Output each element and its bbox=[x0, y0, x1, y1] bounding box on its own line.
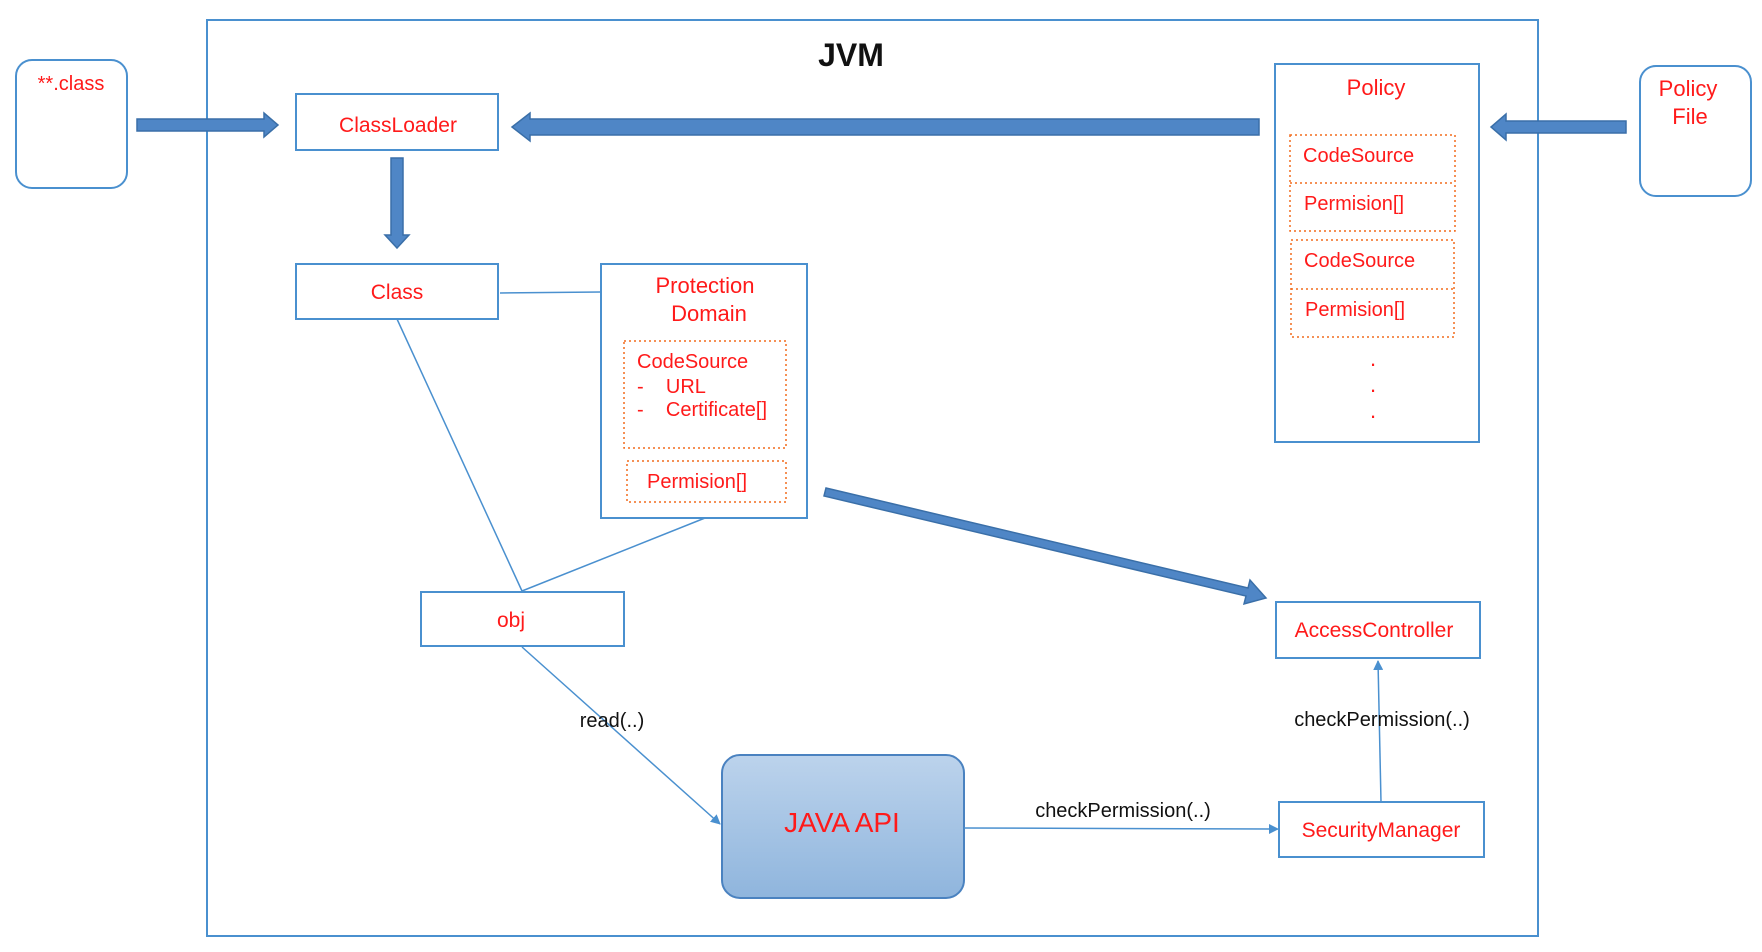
classloader-box bbox=[295, 93, 499, 151]
line-class-to-obj bbox=[396, 318, 523, 592]
java-api-box bbox=[721, 754, 965, 899]
protection-domain-title-line1: Protection bbox=[655, 273, 754, 298]
domain-permission-label: Permision[] bbox=[647, 471, 747, 493]
class-file-box bbox=[15, 59, 128, 189]
policy-entry-2-permission: Permision[] bbox=[1305, 299, 1405, 321]
policy-ellipsis-dot-3: . bbox=[1370, 398, 1376, 423]
edge-api-to-securitymanager-label: checkPermission(..) bbox=[1035, 800, 1211, 822]
edge-read-label: read(..) bbox=[580, 710, 644, 732]
jvm-title: JVM bbox=[818, 37, 884, 73]
arrow-classloader-to-class bbox=[383, 157, 411, 250]
edge-api-to-securitymanager bbox=[963, 823, 1279, 834]
obj-box bbox=[420, 591, 625, 647]
arrow-classfile-to-classloader bbox=[136, 111, 280, 139]
protection-domain-title-line2: Domain bbox=[671, 301, 747, 326]
obj-label: obj bbox=[497, 609, 525, 632]
accesscontroller-box bbox=[1275, 601, 1481, 659]
class-label: Class bbox=[371, 281, 424, 304]
arrow-policy-to-classloader bbox=[510, 111, 1260, 143]
policy-title: Policy bbox=[1347, 75, 1406, 100]
class-box bbox=[295, 263, 499, 320]
jvm-container bbox=[206, 19, 1539, 937]
accesscontroller-label: AccessController bbox=[1295, 619, 1454, 642]
arrow-policyfile-to-policy bbox=[1489, 112, 1627, 142]
policy-file-label-line2: File bbox=[1672, 104, 1707, 129]
arrow-domain-to-accesscontroller bbox=[823, 487, 1268, 606]
domain-codesource-label: CodeSource bbox=[637, 351, 748, 373]
domain-url-item: - URL bbox=[637, 376, 706, 398]
policy-ellipsis-dot-2: . bbox=[1370, 372, 1376, 397]
line-domain-to-obj bbox=[521, 517, 706, 592]
line-class-to-domain bbox=[499, 291, 602, 294]
domain-codesource-box bbox=[623, 340, 787, 449]
edge-securitymanager-to-accesscontroller-label: checkPermission(..) bbox=[1294, 709, 1470, 731]
java-api-label: JAVA API bbox=[784, 807, 900, 838]
securitymanager-label: SecurityManager bbox=[1302, 819, 1461, 842]
policy-box bbox=[1274, 63, 1480, 443]
policy-ellipsis-dot-1: . bbox=[1370, 346, 1376, 371]
domain-certificate-item: - Certificate[] bbox=[637, 399, 767, 421]
policy-file-label-line1: Policy bbox=[1659, 76, 1718, 101]
securitymanager-box bbox=[1278, 801, 1485, 858]
policy-file-box bbox=[1639, 65, 1752, 197]
edge-read bbox=[521, 646, 721, 825]
policy-entry-1-codesource: CodeSource bbox=[1303, 145, 1414, 167]
edge-securitymanager-to-accesscontroller bbox=[1373, 660, 1384, 803]
classloader-label: ClassLoader bbox=[339, 114, 457, 137]
class-file-label: **.class bbox=[38, 73, 105, 95]
policy-entry-1-permission: Permision[] bbox=[1304, 193, 1404, 215]
policy-entry-2-codesource: CodeSource bbox=[1304, 250, 1415, 272]
